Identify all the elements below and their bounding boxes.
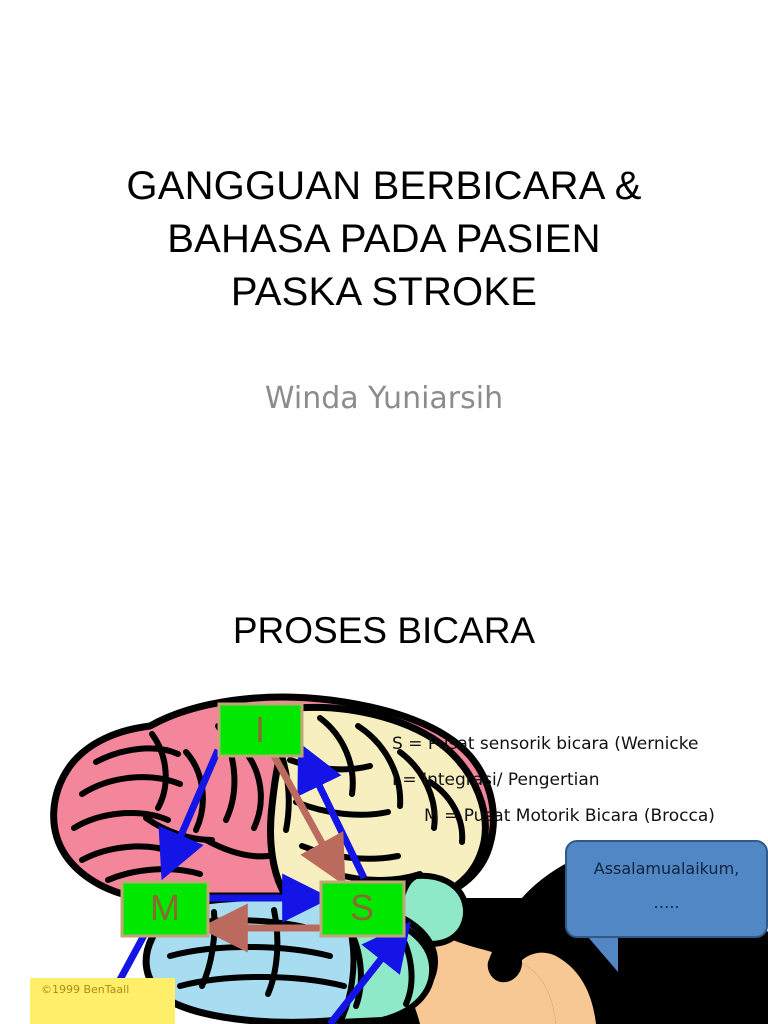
svg-text:S: S <box>350 887 374 928</box>
slide-title: GANGGUAN BERBICARA & BAHASA PADA PASIEN … <box>0 160 768 319</box>
speech-line-2: ….. <box>653 893 680 912</box>
title-line-1: GANGGUAN BERBICARA & <box>126 164 642 208</box>
legend-item-m: M = Pusat Motorik Bicara (Brocca) <box>424 806 715 826</box>
box-s: S <box>319 880 406 938</box>
legend-item-i: I = Integrasi/ Pengertian <box>392 770 600 790</box>
box-i: I <box>217 702 304 758</box>
arrow-ear-input <box>327 921 411 1024</box>
svg-text:I: I <box>255 709 265 750</box>
arrow-i-to-m <box>158 748 222 881</box>
title-line-3: PASKA STROKE <box>230 270 538 314</box>
section-heading: PROSES BICARA <box>232 610 536 651</box>
title-line-2: BAHASA PADA PASIEN <box>167 217 601 261</box>
slide-subtitle-author: Winda Yuniarsih <box>264 381 504 416</box>
legend: S = Pusat sensorik bicara (Wernicke I = … <box>392 726 768 834</box>
arrow-i-to-s <box>268 750 346 886</box>
box-m: M <box>120 880 210 938</box>
speech-bubble: Assalamualaikum, ….. <box>565 840 768 938</box>
arrow-s-to-i <box>297 741 368 880</box>
copyright-text: ©1999 BenTaall <box>41 983 130 996</box>
brain-diagram: I M S <box>0 690 768 1024</box>
svg-text:M: M <box>150 887 180 928</box>
legend-item-s: S = Pusat sensorik bicara (Wernicke <box>392 734 699 754</box>
speech-line-1: Assalamualaikum, <box>593 859 740 878</box>
